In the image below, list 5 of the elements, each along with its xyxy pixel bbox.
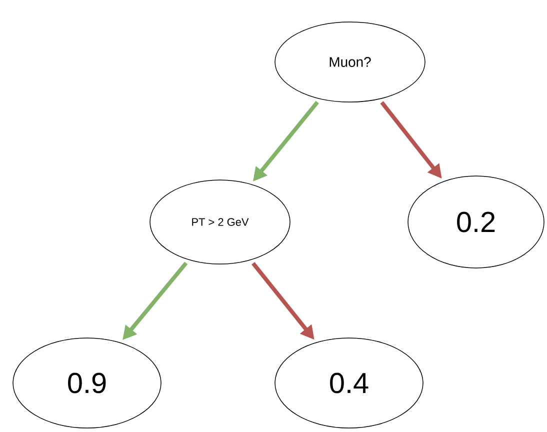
ellipse-node: 0.2: [408, 176, 544, 268]
ellipse-node: Muon?: [274, 22, 426, 102]
ellipse-node: PT > 2 GeV: [150, 180, 290, 264]
ellipse-node: 0.9: [12, 338, 162, 428]
ellipse-node: 0.4: [274, 338, 424, 428]
